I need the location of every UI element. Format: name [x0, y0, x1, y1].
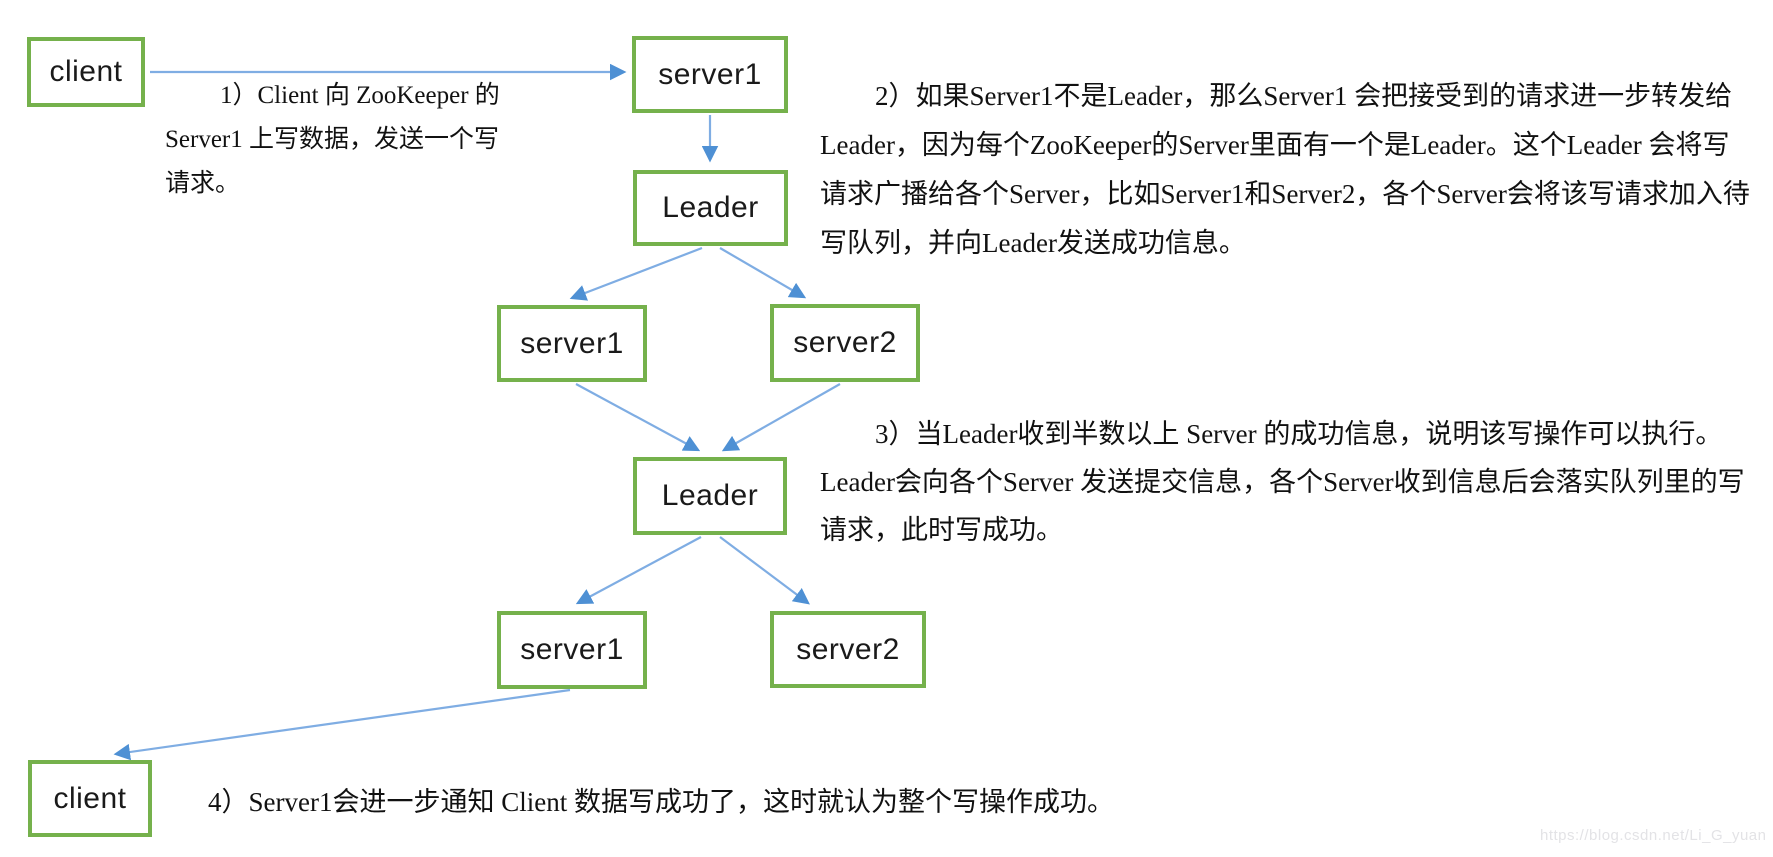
edge-leader1-to-server2mid: [719, 247, 807, 299]
annotation-step-2: 2）如果Server1不是Leader，那么Server1 会把接受到的请求进一…: [820, 72, 1765, 268]
step-3-line-1: 3）当Leader收到半数以上 Server 的成功信息，说明该写操作可以执行。: [875, 419, 1723, 449]
edge-leader2-to-server2bot: [719, 536, 810, 605]
node-client-top: client: [27, 37, 145, 107]
step-2-line-4: 写队列，并向Leader发送成功信息。: [820, 228, 1246, 258]
annotation-step-1: 1）Client 向 ZooKeeper 的 Server1 上写数据，发送一个…: [165, 74, 585, 206]
step-3-line-3: 请求，此时写成功。: [820, 515, 1063, 545]
node-server2-mid: server2: [770, 304, 920, 382]
node-label: server2: [796, 632, 900, 666]
edge-server2mid-to-leader2: [721, 383, 841, 452]
node-server1-bottom: server1: [497, 611, 647, 689]
node-client-bottom: client: [28, 760, 152, 837]
edge-server1bot-to-client: [113, 688, 571, 761]
node-leader-1: Leader: [633, 170, 788, 246]
step-1-line-1: 1）Client 向 ZooKeeper 的: [220, 82, 500, 109]
step-2-line-2: Leader，因为每个ZooKeeper的Server里面有一个是Leader。…: [820, 130, 1730, 160]
annotation-step-4: 4）Server1会进一步通知 Client 数据写成功了，这时就认为整个写操作…: [208, 780, 1458, 824]
edge-leader1-to-server1mid: [569, 246, 703, 301]
node-label: Leader: [661, 479, 759, 512]
node-server1-top: server1: [632, 36, 788, 113]
node-label: server1: [658, 57, 762, 91]
node-label: server1: [520, 633, 624, 666]
step-2-line-1: 2）如果Server1不是Leader，那么Server1 会把接受到的请求进一…: [875, 81, 1733, 111]
node-label: Leader: [662, 191, 759, 224]
annotation-step-3: 3）当Leader收到半数以上 Server 的成功信息，说明该写操作可以执行。…: [820, 410, 1773, 554]
step-1-line-3: 请求。: [165, 170, 241, 197]
step-1-line-2: Server1 上写数据，发送一个写: [165, 126, 499, 153]
step-2-line-3: 请求广播给各个Server，比如Server1和Server2，各个Server…: [820, 179, 1750, 209]
node-server2-bottom: server2: [770, 611, 926, 688]
node-server1-mid: server1: [497, 305, 647, 382]
watermark: https://blog.csdn.net/Li_G_yuan: [1540, 827, 1767, 844]
node-label: client: [49, 55, 123, 88]
edge-leader2-to-server1bot: [575, 536, 702, 605]
step-4-line-1: 4）Server1会进一步通知 Client 数据写成功了，这时就认为整个写操作…: [208, 787, 1114, 817]
node-label: server2: [793, 326, 897, 359]
node-label: client: [53, 781, 127, 815]
step-3-line-2: Leader会向各个Server 发送提交信息，各个Server收到信息后会落实…: [820, 467, 1745, 497]
edge-server1mid-to-leader2: [575, 383, 701, 452]
node-label: server1: [520, 326, 624, 360]
node-leader-2: Leader: [633, 457, 787, 535]
